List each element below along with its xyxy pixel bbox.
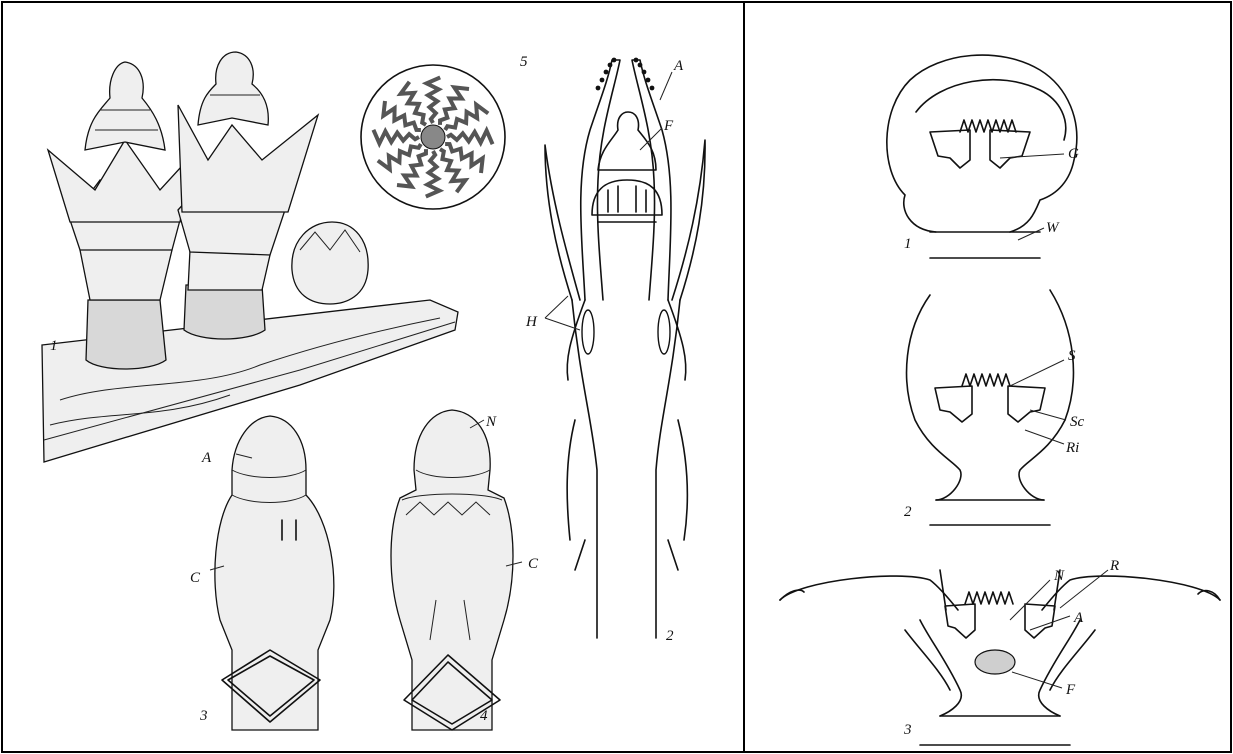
figure-number-2: 2 — [666, 628, 674, 644]
schematic-2: S Sc Ri 2 — [904, 290, 1085, 525]
label-A-right: A — [1073, 610, 1084, 626]
figure-number-1: 1 — [50, 338, 58, 354]
label-R: R — [1109, 558, 1119, 574]
label-H: H — [525, 314, 538, 330]
schematic-number-3: 3 — [903, 722, 912, 738]
figure-number-4: 4 — [480, 708, 488, 724]
figure-3-bud: A C 3 — [190, 416, 334, 730]
label-Ri: Ri — [1065, 440, 1079, 456]
label-A-bud: A — [201, 450, 212, 466]
label-W: W — [1046, 220, 1060, 236]
bud-base-middle — [184, 285, 265, 339]
seed-cluster — [975, 650, 1015, 674]
figure-number-3: 3 — [199, 708, 208, 724]
label-N: N — [485, 414, 497, 430]
right-panel: G W 1 S Sc Ri 2 — [780, 55, 1220, 745]
label-Sc: Sc — [1070, 414, 1085, 430]
bud-base-left — [86, 300, 166, 369]
figure-number-5: 5 — [520, 54, 528, 70]
label-A-top: A — [673, 58, 684, 74]
label-C-left: C — [190, 570, 201, 586]
small-round-bud — [292, 222, 368, 304]
figure-2-longitudinal-section: A F H 2 — [525, 58, 705, 644]
schematic-number-1: 1 — [904, 236, 912, 252]
label-C-right: C — [528, 556, 539, 572]
schematic-3: N R A F 3 — [780, 558, 1220, 745]
schematic-1: G W 1 — [887, 55, 1079, 258]
label-G: G — [1068, 146, 1079, 162]
schematic-number-2: 2 — [904, 504, 912, 520]
figure-5-cross-section: 5 — [361, 54, 528, 209]
figure-4-bud: N C 4 — [391, 410, 539, 730]
label-F: F — [663, 118, 674, 134]
left-panel: 1 5 — [42, 52, 705, 730]
label-F-right: F — [1065, 682, 1076, 698]
label-N-right: N — [1053, 568, 1065, 584]
label-S: S — [1068, 348, 1076, 364]
